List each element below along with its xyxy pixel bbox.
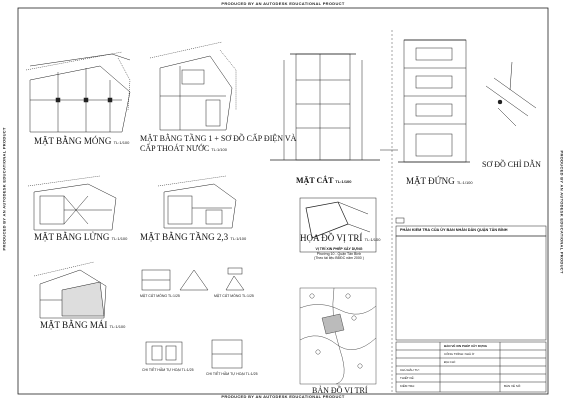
title-hoa-do-vi-tri: HỌA ĐỒ VỊ TRÍ TL:1/100 <box>300 233 381 243</box>
title-ban-do-vi-tri: BẢN ĐỒ VỊ TRÍ <box>312 386 368 395</box>
detail-label-4: CHI TIẾT HẦM TỰ HOẠI TL:1/25 <box>206 372 258 376</box>
title-so-do-chi-dan: SƠ ĐỒ CHỈ DẪN <box>482 160 541 169</box>
title-mat-bang-tang-2-3: MẶT BẰNG TẦNG 2,3 TL:1/100 <box>140 232 247 242</box>
title-mat-bang-lung: MẶT BẰNG LỬNG TL:1/100 <box>34 232 128 242</box>
title-mat-bang-mai: MẶT BẰNG MÁI TL:1/100 <box>40 320 126 330</box>
watermark-left: PRODUCED BY AN AUTODESK EDUCATIONAL PROD… <box>1 127 7 251</box>
title-mat-bang-mong: MẶT BẰNG MÓNG TL:1/100 <box>34 136 130 146</box>
detail-label-3: CHI TIẾT HẦM TỰ HOẠI TL:1/25 <box>142 368 194 372</box>
watermark-top: PRODUCED BY AN AUTODESK EDUCATIONAL PROD… <box>221 1 345 6</box>
site-info-note: VỊ TRÍ XIN PHÉP XÂY DỰNG Phường 10 - Quậ… <box>314 247 364 261</box>
title-mat-dung: MẶT ĐỨNG TL:1/100 <box>406 176 473 186</box>
title-mat-cat: MẶT CẮT TL:1/100 <box>296 176 352 185</box>
title-mat-bang-tang-1-line2: CẤP THOÁT NƯỚC TL:1/100 <box>140 144 227 153</box>
title-block-r3: ĐỊA CHỈ: <box>444 360 456 364</box>
detail-label-2: MẶT CẮT MÓNG TL:1/25 <box>214 294 254 298</box>
title-block-r4: CHỦ ĐẦU TƯ: <box>400 368 420 372</box>
title-mat-bang-tang-1: MẶT BẰNG TẦNG 1 + SƠ ĐỒ CẤP ĐIỆN VÀ <box>140 134 297 143</box>
watermark-right: PRODUCED BY AN AUTODESK EDUCATIONAL PROD… <box>559 150 565 274</box>
check-section-title: PHẦN KIỂM TRA CỦA ỦY BAN NHÂN DÂN QUẬN T… <box>400 228 508 232</box>
detail-label-1: MẶT CẮT MÓNG TL:1/25 <box>140 294 180 298</box>
title-block-r7: BẢN VẼ SỐ: <box>504 384 522 388</box>
watermark-bottom: PRODUCED BY AN AUTODESK EDUCATIONAL PROD… <box>221 394 345 399</box>
title-block-r6: KIỂM TRA: <box>400 384 415 388</box>
title-block-r1: BẢN VẼ XIN PHÉP XÂY DỰNG <box>444 344 488 348</box>
title-block-r5: THIẾT KẾ: <box>400 376 415 380</box>
title-block-r2: CÔNG TRÌNH: NHÀ Ở <box>444 352 475 356</box>
